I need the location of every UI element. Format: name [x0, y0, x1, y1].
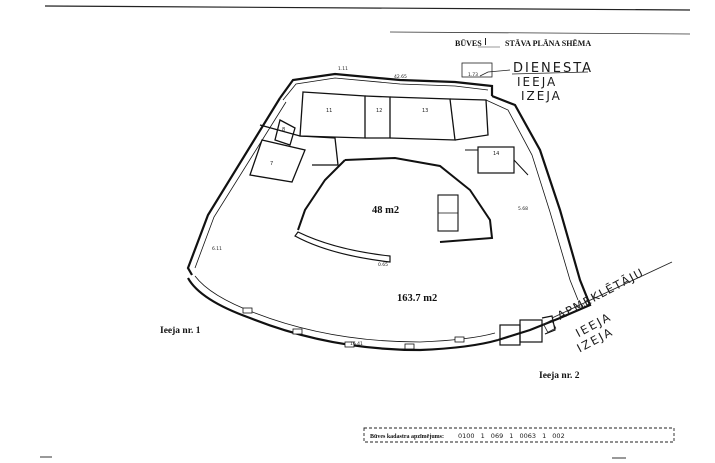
svg-text:11: 11 — [326, 108, 332, 114]
cadastre-value: 0100 1 069 1 0063 1 002 — [458, 432, 565, 440]
staff-entrance-line-2: IEEJA — [517, 75, 557, 89]
staff-entrance-line-3: IZEJA — [521, 89, 562, 103]
inner-room-area: 48 m2 — [372, 205, 399, 216]
svg-text:5.68: 5.68 — [518, 206, 528, 212]
north-rooms — [249, 91, 489, 183]
title-suffix: STĀVA PLĀNA SHĒMA — [505, 39, 591, 48]
svg-text:8: 8 — [282, 127, 285, 133]
svg-text:16.41: 16.41 — [350, 341, 363, 347]
cadastre-box — [363, 427, 675, 443]
visitor-entrance-door — [543, 319, 557, 333]
visitor-entrance-underline — [551, 261, 673, 319]
svg-text:14: 14 — [493, 151, 499, 157]
staff-entrance-arrow — [479, 69, 511, 77]
east-room-wall — [465, 149, 529, 176]
title-underline — [389, 31, 691, 35]
staff-entrance-box — [461, 62, 493, 78]
svg-text:1.73: 1.73 — [468, 72, 478, 78]
svg-text:0.65: 0.65 — [378, 262, 388, 268]
svg-text:12: 12 — [376, 108, 382, 114]
title-floor: I — [484, 37, 487, 48]
main-hall-area: 163.7 m2 — [397, 293, 437, 304]
sheet-top-border — [44, 5, 691, 11]
building-outline — [186, 72, 592, 352]
svg-text:13: 13 — [422, 108, 428, 114]
cadastre-label: Būves kadastra apzīmējums: — [370, 434, 444, 440]
entrance-1-label: Ieeja nr. 1 — [160, 326, 201, 336]
staff-entrance-underline — [511, 71, 589, 75]
north-room-numbers: 11 12 13 8 7 14 — [270, 108, 499, 167]
visitor-entrance-annotation: APMEKLĒTĀJU IEEJA IZEJA — [555, 265, 647, 355]
svg-text:1.11: 1.11 — [338, 66, 348, 72]
dimension-labels: 1.11 42.65 1.73 16.41 0.65 6.11 5.68 3.3… — [212, 66, 585, 347]
svg-text:3.39: 3.39 — [575, 304, 585, 310]
svg-text:42.65: 42.65 — [394, 74, 407, 80]
title-prefix: BŪVES — [455, 39, 482, 48]
svg-text:7: 7 — [270, 161, 273, 167]
facade-window-marks — [242, 307, 465, 350]
svg-text:6.11: 6.11 — [212, 246, 222, 252]
entrance-2-label: Ieeja nr. 2 — [539, 371, 580, 381]
inner-room — [294, 156, 494, 263]
